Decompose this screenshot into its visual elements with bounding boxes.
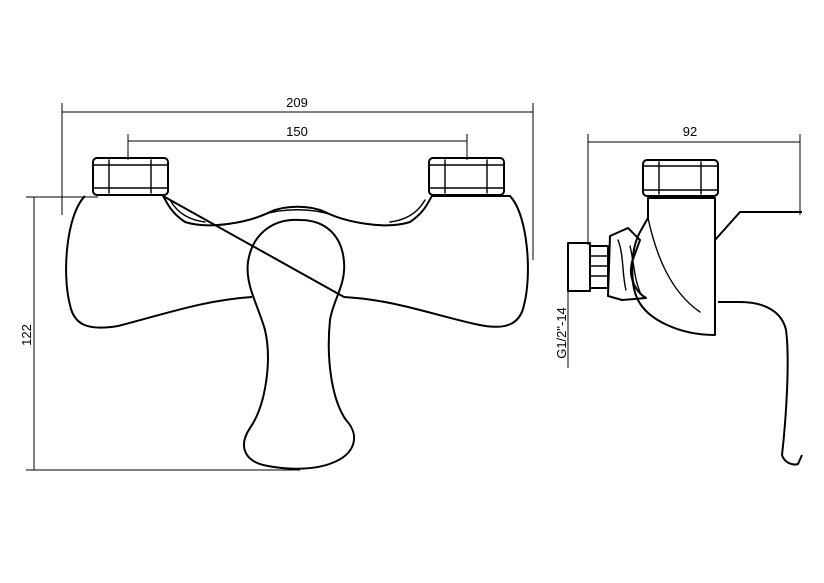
dimension-overall-width: 209 [61, 95, 534, 260]
dimension-thread: G1/2"-14 [554, 243, 569, 368]
mixer-body [65, 195, 529, 329]
dimension-height: 122 [19, 196, 300, 471]
side-view: 92 [554, 124, 803, 466]
front-view: 209 150 122 [19, 95, 534, 471]
lever-handle [243, 218, 355, 470]
side-lever [607, 227, 647, 301]
side-body [631, 197, 716, 336]
dimension-depth: 92 [587, 124, 801, 245]
height-label: 122 [19, 324, 34, 346]
depth-label: 92 [683, 124, 697, 139]
dimension-inlet-spacing: 150 [127, 124, 468, 160]
right-inlet-nut [428, 157, 505, 196]
side-inlet-nut [642, 159, 719, 197]
overall-width-label: 209 [286, 95, 308, 110]
wall-plate [714, 211, 803, 466]
thread-label: G1/2"-14 [554, 307, 569, 359]
left-inlet-nut [92, 157, 169, 196]
inlet-spacing-label: 150 [286, 124, 308, 139]
threaded-connector [567, 242, 609, 292]
